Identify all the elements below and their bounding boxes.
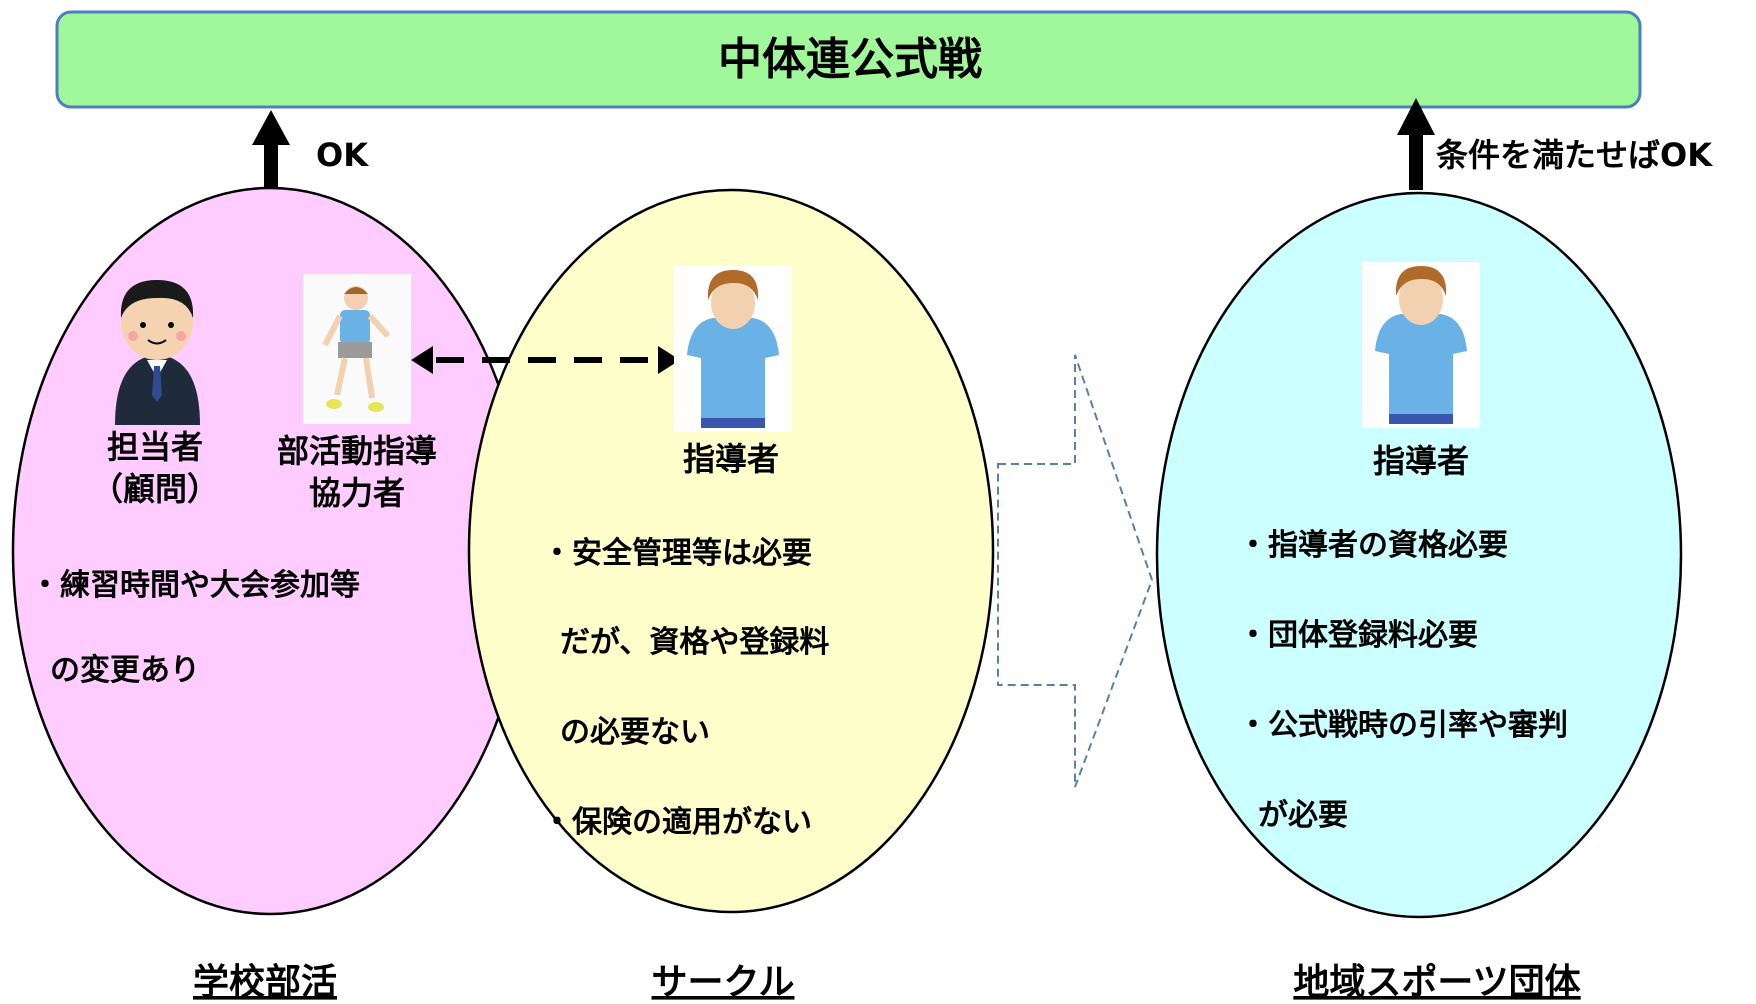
community-note-2: ・団体登録料必要: [1238, 618, 1478, 653]
teacher-icon: [115, 280, 200, 425]
community-note-4: が必要: [1258, 798, 1348, 833]
community-note-1: ・指導者の資格必要: [1238, 528, 1508, 563]
left-arrow-label: OK: [316, 136, 369, 174]
running-coach-icon: [303, 274, 411, 424]
banner-box: [55, 10, 1642, 109]
circle-note-1: ・安全管理等は必要: [542, 536, 812, 571]
school-club-note-2: の変更あり: [50, 653, 200, 688]
dashed-link-arrowhead-left: [411, 346, 433, 374]
coach-label-line1: 部活動指導: [277, 432, 437, 470]
school-club-note-1: ・練習時間や大会参加等: [30, 568, 360, 603]
circle-section-label: サークル: [652, 962, 795, 1003]
right-arrow-label: 条件を満たせばOK: [1436, 136, 1713, 174]
teacher-label-line2: （顧問）: [91, 470, 219, 508]
dashed-link-arrowhead-right: [658, 346, 680, 374]
instructor-icon-circle: [674, 266, 792, 432]
circle-note-4: ・保険の適用がない: [542, 805, 812, 840]
right-up-arrow: [1397, 98, 1435, 190]
instructor-icon-community: [1362, 262, 1480, 428]
left-up-arrow: [252, 110, 290, 192]
community-ellipse: [1155, 191, 1683, 919]
circle-ellipse: [467, 188, 995, 914]
teacher-label-line1: 担当者: [107, 428, 203, 466]
community-note-3: ・公式戦時の引率や審判: [1238, 708, 1568, 743]
circle-note-2: だが、資格や登録料: [560, 625, 829, 660]
coach-label-line2: 協力者: [309, 474, 405, 512]
school-club-ellipse: [11, 186, 529, 916]
banner-title: 中体連公式戦: [718, 34, 982, 85]
circle-instructor-label: 指導者: [683, 440, 779, 478]
community-section-label: 地域スポーツ団体: [1293, 961, 1580, 1003]
shift-arrow: [997, 354, 1154, 788]
school-club-section-label: 学校部活: [193, 961, 337, 1003]
circle-note-3: の必要ない: [560, 715, 710, 750]
community-instructor-label: 指導者: [1373, 442, 1469, 480]
